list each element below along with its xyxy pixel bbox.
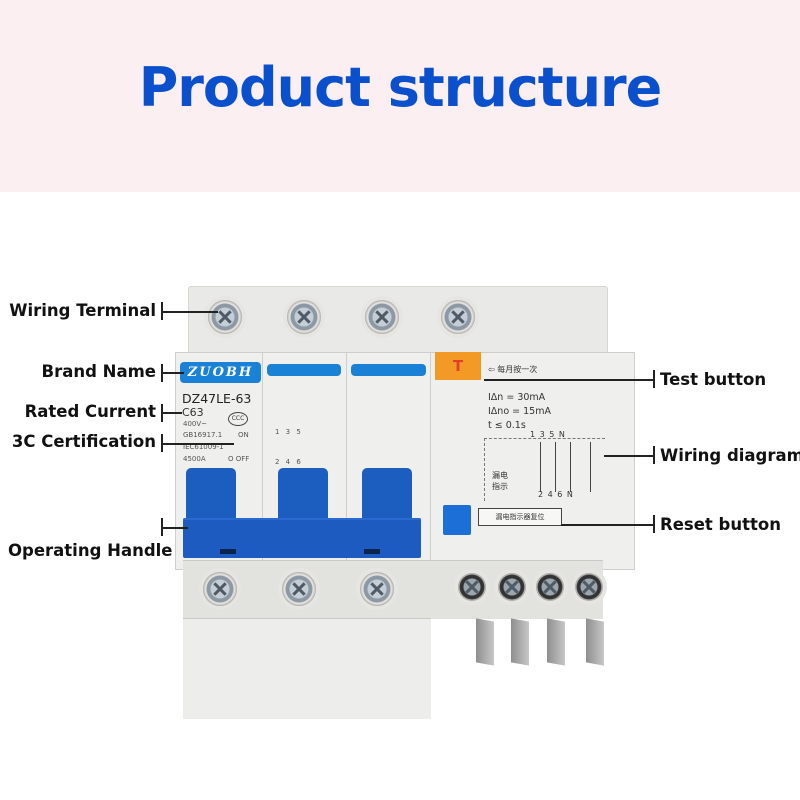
label-rated-current: Rated Current [24,402,156,421]
terminal-prong [511,618,529,666]
handle-notch [364,549,380,554]
label-reset-button: Reset button [660,515,781,534]
terminal-screw-icon [441,300,475,334]
voltage-text: 400V~ [183,420,208,428]
pole-blue-bar [267,364,341,376]
breaking-capacity-text: 4500A [183,455,206,463]
handle-notch [220,549,236,554]
rated-current-value: C63 [182,406,204,419]
terminal-screw-icon [365,300,399,334]
terminal-screw-icon [208,300,242,334]
diagram-bottom-labels: 2 4 6 N [538,490,574,499]
pole-bottom-numbers: 2 4 6 [275,458,303,466]
callout-leader [604,455,654,457]
terminal-screw-icon [458,573,486,601]
callout-leader [162,412,182,414]
operating-handle-pole [278,468,328,518]
pole-top-numbers: 1 3 5 [275,428,303,436]
ccc-cert-icon: CCC [228,412,248,426]
pole-divider [262,352,263,568]
on-label: ON [238,431,249,439]
terminal-screw-icon [498,573,526,601]
spec-non-operating: IΔno = 15mA [488,406,551,417]
callout-tick [653,515,655,533]
off-label: O OFF [228,455,250,463]
callout-leader [162,311,218,313]
diagram-wire [555,442,556,492]
diagram-wire [570,442,571,492]
terminal-screw-icon [360,572,394,606]
callout-tick [653,370,655,388]
reset-button[interactable] [443,505,471,535]
standard-text-1: GB16917.1 [183,431,223,439]
page-title: Product structure [138,56,663,119]
callout-leader [561,524,654,526]
terminal-screw-icon [287,300,321,334]
diagram-top-labels: 1 3 5 N [530,430,566,439]
terminal-screw-icon [282,572,316,606]
label-test-button: Test button [660,370,767,389]
pole-divider [430,352,431,568]
wiring-diagram [484,438,605,501]
label-3c-certification: 3C Certification [11,432,156,451]
reset-note: 漏电指示器复位 [478,508,562,526]
spec-rated-residual: IΔn = 30mA [488,392,546,403]
callout-leader [484,379,654,381]
operating-handle-pole [186,468,236,518]
terminal-screw-icon [575,573,603,601]
diagram-wire [540,442,541,492]
test-note: ⇦ 每月按一次 [488,365,538,374]
terminal-prong [586,618,604,666]
label-wiring-terminal: Wiring Terminal [9,301,156,320]
leak-indicator-label: 漏电 指示 [492,471,508,491]
operating-handle-pole [362,468,412,518]
spec-break-time: t ≤ 0.1s [488,420,526,431]
callout-tick [653,446,655,464]
operating-handle[interactable] [183,518,421,558]
model-number: DZ47LE-63 [182,391,252,406]
callout-leader [162,443,234,445]
standard-text-2: IEC61009-1 [183,443,224,451]
callout-leader [162,527,188,529]
label-brand-name: Brand Name [41,362,156,381]
terminal-screw-icon [536,573,564,601]
pole-divider [346,352,347,568]
terminal-screw-icon [203,572,237,606]
brand-logo: ZUOBH [180,362,261,383]
pole-blue-bar [351,364,426,376]
bottom-terminal-strip [183,560,603,619]
terminal-prong [547,618,565,666]
terminal-prong [476,618,494,666]
test-button[interactable]: T [435,352,481,380]
label-wiring-diagram: Wiring diagram [660,446,800,465]
callout-leader [162,372,184,374]
breaker-base [183,618,431,719]
header-banner [0,0,800,192]
label-operating-handle: Operating Handle [8,541,173,560]
diagram-wire [590,442,591,492]
